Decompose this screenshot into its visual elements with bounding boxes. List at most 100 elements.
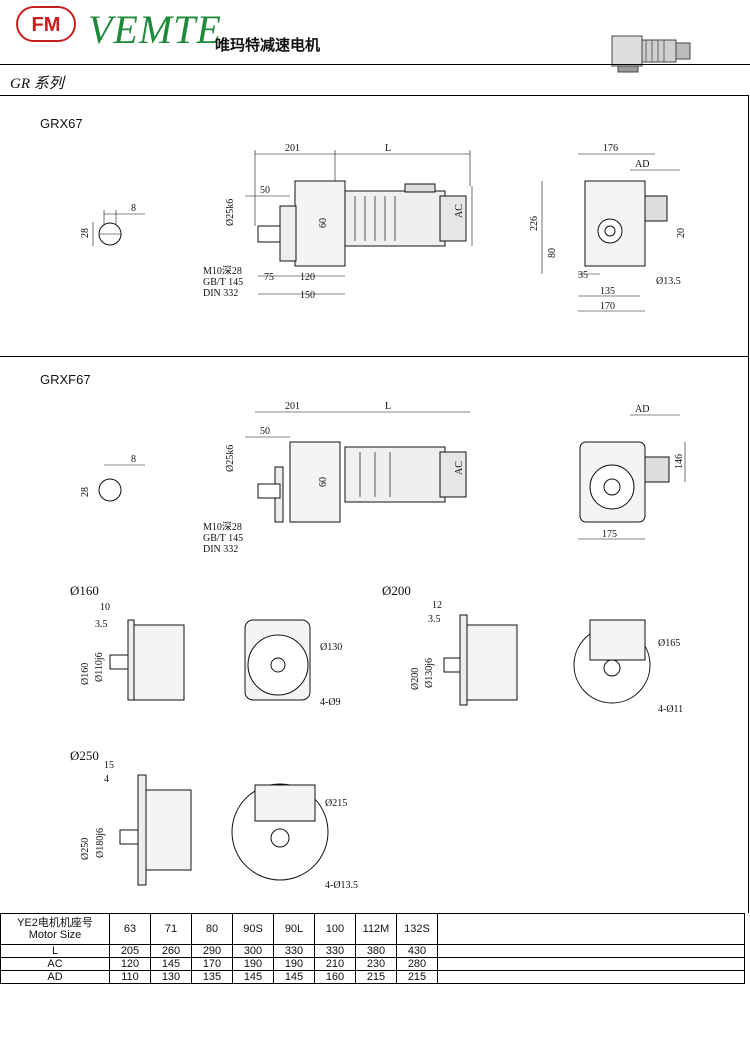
table-cell: 260 [150,944,192,958]
dim-AC-2: AC [454,461,465,475]
row-label: AC [0,957,110,971]
flange-160-label: Ø160 [70,583,99,598]
note-gbt: GB/T 145 [203,277,243,288]
content-frame-top [0,95,748,96]
flange-250: Ø250 15 4 Ø250 Ø180j6 Ø215 4-Ø13.5 [70,748,358,891]
dim-hole-13-5: Ø13.5 [656,276,681,287]
size-cell: 63 [109,913,151,945]
dim-L-2: L [385,401,391,412]
header-en: Motor Size [28,929,82,941]
dim-60-2: 60 [318,477,329,487]
flange-250-label: Ø250 [70,748,99,763]
table-cell: 430 [396,944,438,958]
dim-135: 135 [600,286,615,297]
dim-f160-3-5: 3.5 [95,619,108,630]
dim-f200-165: Ø165 [658,638,680,649]
dim-f250-holes: 4-Ø13.5 [325,880,358,891]
table-row: AC 120 145 170 190 190 210 230 280 [0,957,745,971]
dim-80: 80 [547,248,558,258]
dim-f250-250: Ø250 [80,838,91,860]
header-motor-icon [606,18,694,78]
table-cell: 215 [396,970,438,984]
dim-AD: AD [635,159,649,170]
row-label: L [0,944,110,958]
dim-201-2: 201 [285,401,300,412]
table-row: L 205 260 290 300 330 330 380 430 [0,944,745,958]
note-din-2: DIN 332 [203,544,238,555]
flange-200-label: Ø200 [382,583,411,598]
table-cell: 110 [109,970,151,984]
size-cell: 112M [355,913,397,945]
size-cell: 80 [191,913,233,945]
table-cell: 330 [273,944,315,958]
table-spacer [437,970,745,984]
table-cell: 190 [232,957,274,971]
dim-35: 35 [578,270,588,281]
table-cell: 230 [355,957,397,971]
table-cell: 290 [191,944,233,958]
dim-146: 146 [674,454,685,469]
grx67-side-view: 201 L AC 50 Ø25k6 60 75 120 150 M10深28 G… [203,143,473,301]
dim-f200-holes: 4-Ø11 [658,704,683,715]
table-header-row: YE2电机机座号 Motor Size 63 71 80 90S 90L 100… [0,913,745,945]
table-cell: 280 [396,957,438,971]
series-label: GR 系列 [10,76,64,92]
dim-AD-2: AD [635,404,649,415]
table-cell: 170 [191,957,233,971]
table-cell: 380 [355,944,397,958]
size-cell: 90S [232,913,274,945]
table-cell: 160 [314,970,356,984]
dim-key-28: 28 [80,228,91,238]
grx67-front-view: 176 AD 226 80 20 35 Ø13.5 135 170 [529,143,687,312]
shaft-key-section-2: 8 28 [80,454,145,502]
dim-key-8: 8 [131,203,136,214]
note-m10-2: M10深28 [203,521,242,533]
table-cell: 145 [150,957,192,971]
dim-f200-3-5: 3.5 [428,614,441,625]
dim-key-8-2: 8 [131,454,136,465]
grxf67-drawing: 8 28 201 L 50 AC Ø25k6 60 M10深28 GB/T 14… [80,401,686,555]
dim-f160-160: Ø160 [80,663,91,685]
row-label: AD [0,970,110,984]
table-cell: 205 [109,944,151,958]
table-cell: 135 [191,970,233,984]
dim-226: 226 [529,216,540,231]
size-cell: 100 [314,913,356,945]
dim-f250-15: 15 [104,760,114,771]
table-cell: 215 [355,970,397,984]
flange-160: Ø160 10 3.5 Ø160 Ø110j6 Ø130 4-Ø9 [70,583,342,708]
dim-f160-110: Ø110j6 [94,652,105,682]
model-label-grx67: GRX67 [40,116,83,131]
dim-f200-12: 12 [432,600,442,611]
table-cell: 300 [232,944,274,958]
dim-150: 150 [300,290,315,301]
dim-key-28-2: 28 [80,487,91,497]
size-cell: 132S [396,913,438,945]
shaft-key-section: 8 28 [80,203,145,246]
table-cell: 145 [273,970,315,984]
dim-f250-215: Ø215 [325,798,347,809]
grx67-drawing: 8 28 201 L AC 50 Ø25k6 60 75 120 150 M10… [80,143,687,312]
dim-176: 176 [603,143,618,154]
size-cell: 90L [273,913,315,945]
table-cell: 120 [109,957,151,971]
table-cell: 145 [232,970,274,984]
dim-25k6-2: Ø25k6 [225,445,236,472]
dim-50-2: 50 [260,426,270,437]
table-cell: 330 [314,944,356,958]
dim-AC: AC [454,204,465,218]
dim-f250-4: 4 [104,774,109,785]
dim-75: 75 [264,272,274,283]
section-divider [0,356,748,357]
dim-20: 20 [676,228,687,238]
dim-120: 120 [300,272,315,283]
brand-logo: FM [16,6,76,42]
table-spacer [437,913,745,945]
table-cell: 190 [273,957,315,971]
dim-f200-130: Ø130j6 [424,658,435,688]
dim-60: 60 [318,218,329,228]
grxf67-side-view: 201 L 50 AC Ø25k6 60 M10深28 GB/T 145 DIN… [203,401,470,555]
brand-name: VEMTE [88,7,222,52]
note-din: DIN 332 [203,288,238,299]
dim-50: 50 [260,185,270,196]
